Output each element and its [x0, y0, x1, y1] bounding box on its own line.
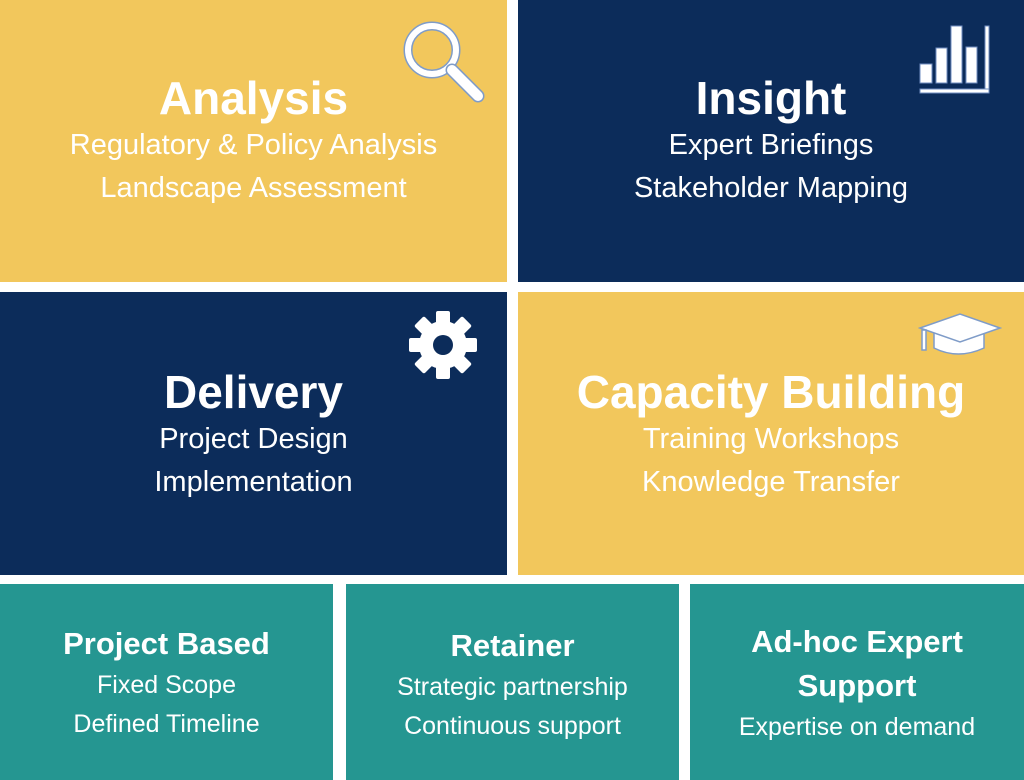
model-line: Fixed Scope: [97, 671, 236, 699]
insight-line: Expert Briefings: [668, 129, 874, 161]
capacity-title: Capacity Building: [576, 366, 966, 418]
model-retainer: Retainer Strategic partnership Continuou…: [346, 584, 679, 780]
model-ad-hoc-support: Ad-hoc Expert Support Expertise on deman…: [690, 584, 1024, 780]
graduation-cap-icon: [918, 313, 1002, 355]
model-title: Retainer: [450, 628, 575, 663]
analysis-title: Analysis: [158, 72, 349, 124]
bar-chart-icon: [919, 25, 990, 94]
capacity-building-tile: Capacity Building Training Workshops Kno…: [518, 292, 1024, 575]
model-line: Continuous support: [404, 712, 621, 740]
analysis-line: Landscape Assessment: [100, 172, 407, 204]
model-title: Support: [797, 668, 917, 703]
delivery-title: Delivery: [163, 366, 343, 418]
model-title: Project Based: [63, 626, 270, 661]
model-line: Strategic partnership: [397, 673, 628, 701]
model-project-based: Project Based Fixed Scope Defined Timeli…: [0, 584, 333, 780]
delivery-line: Project Design: [159, 423, 348, 455]
model-line: Expertise on demand: [738, 713, 976, 741]
delivery-line: Implementation: [154, 466, 353, 498]
insight-title: Insight: [695, 72, 847, 124]
insight-tile: Insight Expert Briefings Stakeholder Map…: [518, 0, 1024, 282]
model-title: Ad-hoc Expert: [751, 624, 963, 659]
magnifier-icon: [403, 21, 485, 103]
analysis-line: Regulatory & Policy Analysis: [69, 129, 438, 161]
capacity-line: Training Workshops: [642, 423, 900, 455]
analysis-tile: Analysis Regulatory & Policy Analysis La…: [0, 0, 507, 282]
gear-icon: [409, 311, 477, 379]
delivery-tile: Delivery Project Design Implementation: [0, 292, 507, 575]
insight-line: Stakeholder Mapping: [633, 172, 909, 204]
model-line: Defined Timeline: [73, 710, 260, 738]
capacity-line: Knowledge Transfer: [642, 466, 900, 498]
